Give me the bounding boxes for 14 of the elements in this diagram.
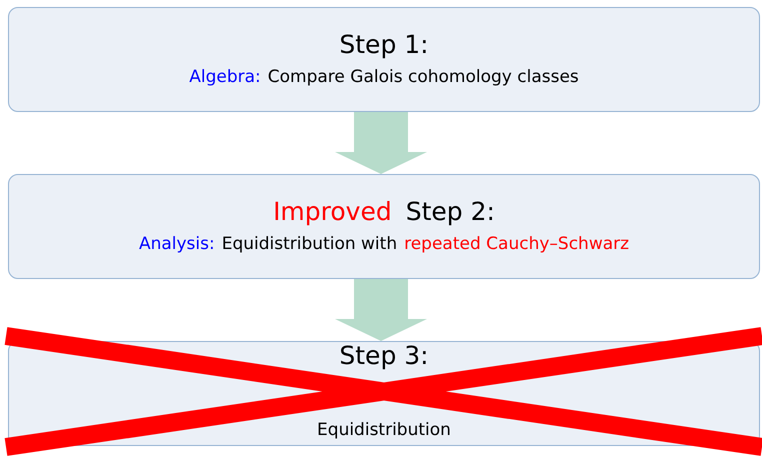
description-text: Equidistribution	[317, 420, 451, 440]
heading-text: Step 3:	[339, 342, 429, 371]
heading-text: Improved	[273, 198, 392, 228]
heading-text: Step 1:	[339, 31, 429, 60]
block-arrow	[335, 279, 427, 341]
description-text: Compare Galois cohomology classes	[268, 68, 579, 88]
label-text: Analysis:	[138, 235, 215, 255]
heading-text: Step 2:	[406, 198, 495, 228]
description-text: repeated Cauchy–Schwarz	[404, 235, 630, 255]
step-box	[8, 174, 760, 279]
step-box	[8, 7, 760, 112]
block-arrow	[335, 112, 427, 174]
label-text: Algebra:	[189, 68, 261, 88]
description-text: Equidistribution with	[222, 235, 398, 255]
